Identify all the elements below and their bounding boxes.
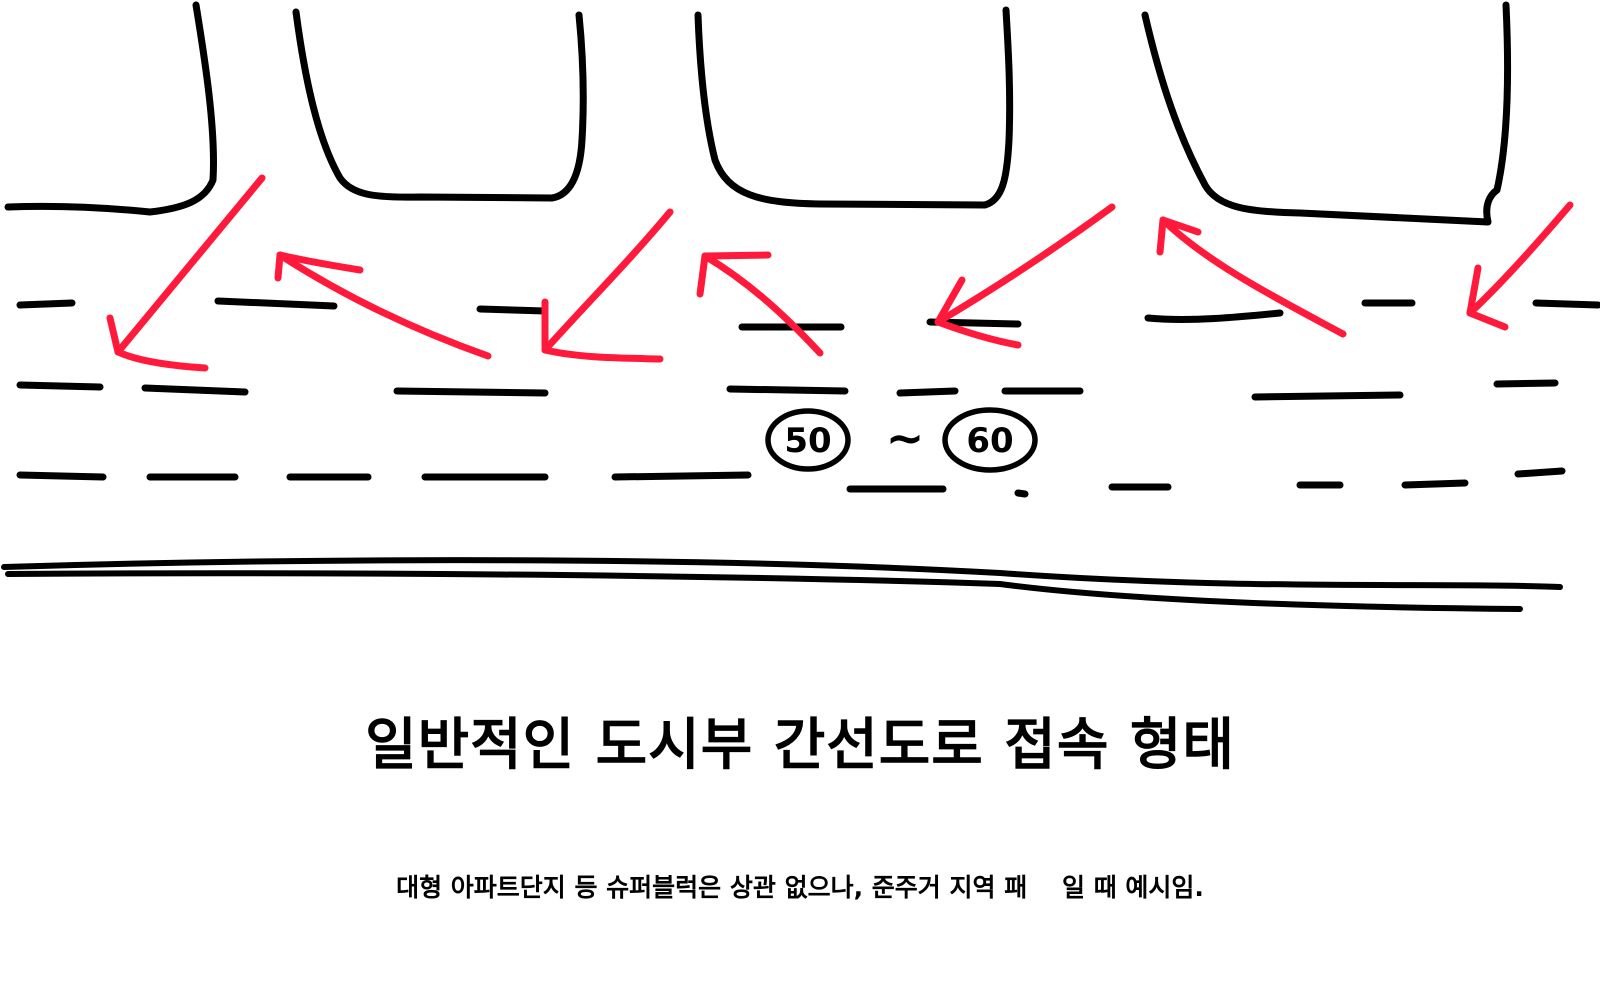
caption-text: 대형 아파트단지 등 슈퍼블럭은 상관 없으나, 준주거 지역 패 일 때 예시… [396,873,1204,902]
lane-divider-row-2 [16,379,1559,401]
page-title: 일반적인 도시부 간선도로 접속 형태 [365,713,1235,778]
left-turn-in-arrow [106,174,266,372]
left-turn-in-arrow [541,208,674,363]
right-turn-out-arrow [696,251,824,357]
left-turn-in-arrow [1466,201,1574,331]
road-connection-sketch: 50 ~ 60 [1,1,1600,612]
road-edge-with-side-streets [4,1,1512,226]
speed-min-label: 50 [784,421,831,461]
right-turn-out-arrow [274,251,492,360]
lane-divider-row-3 [16,467,1566,498]
left-turn-in-arrow [934,203,1116,349]
speed-range-annotation: 50 ~ 60 [765,407,1038,473]
speed-min-circle [765,408,851,472]
speed-max-circle [942,407,1038,473]
road-bottom-edge [1,557,1563,612]
lane-divider-row-1 [16,297,1600,331]
traffic-flow-arrows [106,174,1574,372]
right-turn-out-arrow [1156,216,1347,338]
speed-range-separator: ~ [886,411,925,465]
speed-max-label: 60 [966,421,1013,461]
